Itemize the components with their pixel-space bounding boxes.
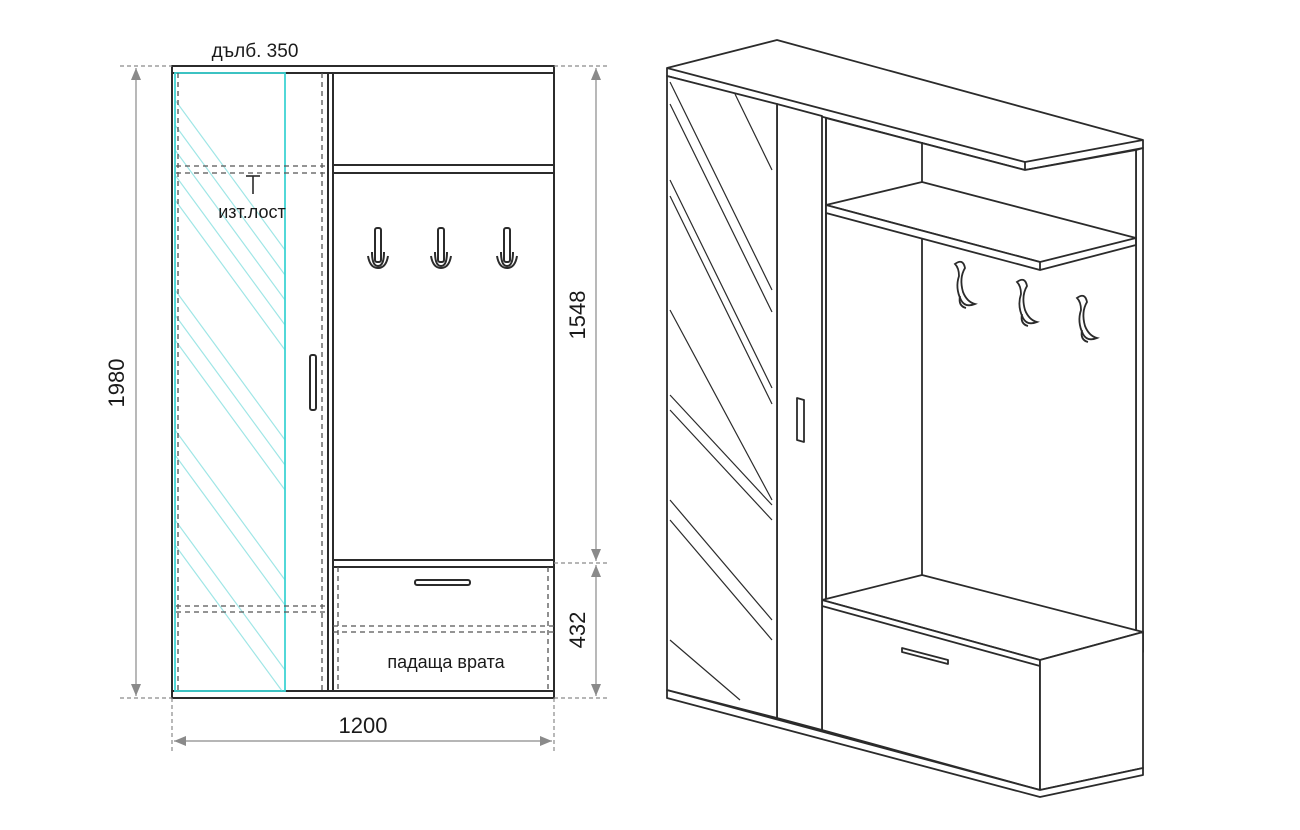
persp-mirror-reflections <box>669 81 773 701</box>
depth-label: дълб. 350 <box>212 41 299 62</box>
front-bench-shelf <box>332 559 555 568</box>
persp-hooks <box>953 260 1100 343</box>
persp-door-handle <box>796 397 805 443</box>
height-upper-label: 1548 <box>565 291 590 340</box>
persp-hook-3 <box>1075 294 1100 343</box>
height-total-label: 1980 <box>104 359 129 408</box>
front-door-handle <box>309 354 317 411</box>
rail-marker <box>246 175 260 194</box>
persp-bottom-board <box>666 689 1144 798</box>
persp-right-side <box>1135 147 1144 655</box>
width-total-label: 1200 <box>339 713 388 738</box>
front-mirror <box>174 72 286 692</box>
mirror-frame <box>174 72 286 692</box>
perspective-view <box>666 39 1144 798</box>
persp-mirror-door <box>666 75 778 719</box>
front-drawer-handle <box>414 579 471 586</box>
hook-2 <box>430 227 452 270</box>
hook-3 <box>496 227 518 270</box>
persp-hook-2 <box>1015 278 1040 327</box>
persp-hook-1 <box>953 260 978 309</box>
drop-door-label: падаща врата <box>387 652 505 672</box>
front-upper-shelf <box>332 164 555 174</box>
height-lower-label: 432 <box>565 612 590 649</box>
front-top-board <box>171 65 555 74</box>
hook-1 <box>367 227 389 270</box>
front-hidden-lines <box>176 73 554 691</box>
mirror-hatching <box>175 99 285 691</box>
persp-drawer-handle <box>901 647 949 665</box>
front-bottom-board <box>171 690 555 699</box>
front-view <box>171 65 555 699</box>
persp-drawer-side <box>1039 631 1144 791</box>
front-hooks <box>367 227 518 270</box>
dimension-lines <box>120 65 610 752</box>
rail-label: изт.лост <box>218 202 286 222</box>
